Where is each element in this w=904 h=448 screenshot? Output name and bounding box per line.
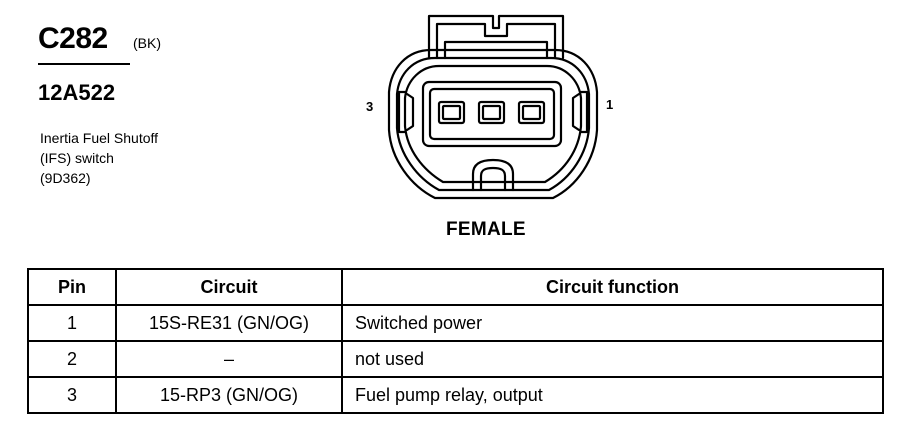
- terminal-block-outer: [421, 80, 563, 148]
- pin-cell: 1: [27, 304, 117, 342]
- description-line: Inertia Fuel Shutoff: [40, 130, 159, 146]
- circuit-cell: 15S-RE31 (GN/OG): [115, 304, 343, 342]
- connector-latch: [427, 14, 565, 60]
- connector-housing-inner: [395, 56, 591, 192]
- pinout-table: Pin Circuit Circuit function 1 15S-RE31 …: [27, 268, 884, 414]
- circuit-cell: 15-RP3 (GN/OG): [115, 376, 343, 414]
- table-header-row: Pin Circuit Circuit function: [27, 268, 884, 306]
- table-row: 1 15S-RE31 (GN/OG) Switched power: [27, 304, 884, 342]
- connector-housing-rim: [403, 64, 583, 184]
- connector-housing-outer: [387, 48, 599, 200]
- terminal-cavity-3: [437, 100, 466, 125]
- pin-cell: 2: [27, 340, 117, 378]
- component-description: Inertia Fuel Shutoff (IFS) switch (9D362…: [40, 128, 158, 188]
- circuit-function-cell: Fuel pump relay, output: [341, 376, 884, 414]
- pin-cell: 3: [27, 376, 117, 414]
- circuit-function-cell: Switched power: [341, 304, 884, 342]
- table-row: 2 – not used: [27, 340, 884, 378]
- connector-id-underline: [38, 63, 130, 65]
- terminal-cavity-1: [517, 100, 546, 125]
- pin-label-right: 1: [606, 97, 614, 112]
- circuit-function-cell: not used: [341, 340, 884, 378]
- terminal-block-inner: [428, 87, 556, 141]
- pin-label-left: 3: [366, 99, 374, 114]
- wire-color-code: (BK): [133, 35, 161, 51]
- terminal-cavity-2: [477, 100, 506, 125]
- column-header-pin: Pin: [27, 268, 117, 306]
- connector-id: C282: [38, 22, 108, 55]
- side-lock-tab-right: [571, 90, 589, 134]
- part-number: 12A522: [38, 80, 116, 105]
- description-line: (9D362): [40, 170, 91, 186]
- table-row: 3 15-RP3 (GN/OG) Fuel pump relay, output: [27, 376, 884, 414]
- connector-face-diagram: [387, 14, 599, 200]
- connector-gender-label: FEMALE: [446, 219, 526, 240]
- column-header-circuit-function: Circuit function: [341, 268, 884, 306]
- side-lock-tab-left: [397, 90, 415, 134]
- description-line: (IFS) switch: [40, 150, 114, 166]
- keying-notch: [471, 158, 515, 192]
- column-header-circuit: Circuit: [115, 268, 343, 306]
- circuit-cell: –: [115, 340, 343, 378]
